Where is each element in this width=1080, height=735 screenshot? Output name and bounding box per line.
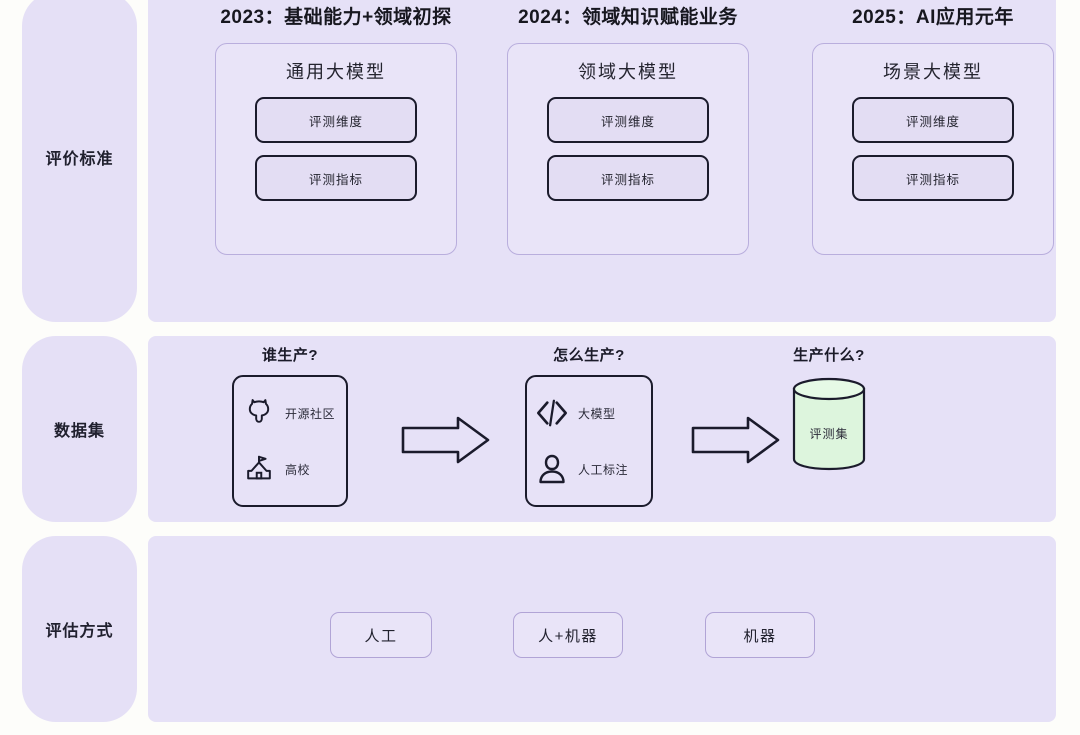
method-caption-human-annotation: 人工标注	[578, 462, 629, 477]
eval-method-chip-machine[interactable]: 机器	[705, 612, 815, 658]
rail-evaluation-method: 评估方式	[22, 536, 137, 722]
person-icon	[533, 450, 571, 488]
pipeline-step-what: 生产什么? 评测集	[790, 344, 868, 473]
producer-caption-open-source: 开源社区	[285, 406, 336, 421]
metric-box-indicator-2024[interactable]: 评测指标	[547, 155, 709, 201]
model-title-2025: 场景大模型	[883, 62, 983, 82]
pipeline-question-what: 生产什么?	[793, 347, 865, 364]
evaluation-set-cylinder: 评测集	[790, 375, 868, 473]
metric-box-indicator-2023[interactable]: 评测指标	[255, 155, 417, 201]
eval-method-chip-human[interactable]: 人工	[330, 612, 432, 658]
evaluation-set-label: 评测集	[809, 427, 849, 441]
method-card: 大模型 人工标注	[525, 375, 653, 507]
roadmap-heading-2023: 2023：基础能力+领域初探	[220, 7, 452, 28]
rail-evaluation-criteria: 评价标准	[22, 0, 137, 322]
roadmap-panel: 2023：基础能力+领域初探 通用大模型 评测维度 评测指标 2024：领域知识…	[148, 0, 1056, 322]
metric-box-dimension-2023[interactable]: 评测维度	[255, 97, 417, 143]
github-icon	[240, 394, 278, 432]
model-card-2024: 领域大模型 评测维度 评测指标	[507, 43, 749, 255]
roadmap-heading-2024: 2024：领域知识赋能业务	[518, 7, 738, 28]
model-title-2024: 领域大模型	[578, 62, 678, 82]
method-caption-large-model: 大模型	[578, 406, 616, 421]
pipeline-question-how: 怎么生产?	[553, 347, 625, 364]
producer-caption-university: 高校	[285, 462, 311, 477]
method-item-large-model: 大模型	[533, 394, 645, 432]
right-block-arrow-icon-2	[690, 414, 782, 466]
model-card-2023: 通用大模型 评测维度 评测指标	[215, 43, 457, 255]
roadmap-column-2024: 2024：领域知识赋能业务 领域大模型 评测维度 评测指标	[488, 2, 768, 255]
pipeline-step-who: 谁生产? 开源社区 高校	[232, 344, 348, 507]
roadmap-heading-2025: 2025：AI应用元年	[852, 7, 1014, 28]
pipeline-question-who: 谁生产?	[261, 347, 319, 364]
model-title-2023: 通用大模型	[286, 62, 386, 82]
school-icon	[240, 450, 278, 488]
producer-item-open-source: 开源社区	[240, 394, 340, 432]
producer-card: 开源社区 高校	[232, 375, 348, 507]
eval-method-chip-human-plus-machine[interactable]: 人+机器	[513, 612, 623, 658]
method-item-human-annotation: 人工标注	[533, 450, 645, 488]
rail-label-evaluation-criteria: 评价标准	[45, 151, 114, 168]
code-brackets-icon	[533, 394, 571, 432]
metric-box-dimension-2024[interactable]: 评测维度	[547, 97, 709, 143]
model-card-2025: 场景大模型 评测维度 评测指标	[812, 43, 1054, 255]
roadmap-column-2023: 2023：基础能力+领域初探 通用大模型 评测维度 评测指标	[196, 2, 476, 255]
rail-label-dataset: 数据集	[53, 423, 105, 440]
producer-item-university: 高校	[240, 450, 340, 488]
metric-box-dimension-2025[interactable]: 评测维度	[852, 97, 1014, 143]
right-block-arrow-icon	[400, 414, 492, 466]
pipeline-step-how: 怎么生产? 大模型 人工标注	[525, 344, 653, 507]
rail-dataset: 数据集	[22, 336, 137, 522]
roadmap-column-2025: 2025：AI应用元年 场景大模型 评测维度 评测指标	[793, 2, 1073, 255]
rail-label-evaluation-method: 评估方式	[45, 623, 114, 640]
metric-box-indicator-2025[interactable]: 评测指标	[852, 155, 1014, 201]
